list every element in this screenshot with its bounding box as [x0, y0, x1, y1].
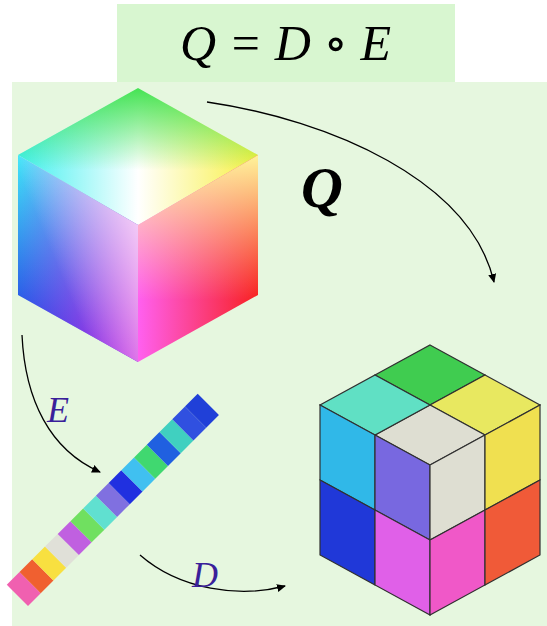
mapping-arrows [22, 102, 494, 591]
color-cube [18, 88, 258, 362]
mapping-label: D [192, 557, 218, 593]
background-panel [12, 82, 547, 626]
mapping-label: Q [301, 159, 343, 217]
mapping-label: E [47, 392, 69, 428]
title-formula: Q = D ∘ E [180, 18, 391, 68]
palette-strip [7, 394, 219, 606]
quantized-cube [320, 345, 540, 615]
title-band [117, 4, 455, 82]
